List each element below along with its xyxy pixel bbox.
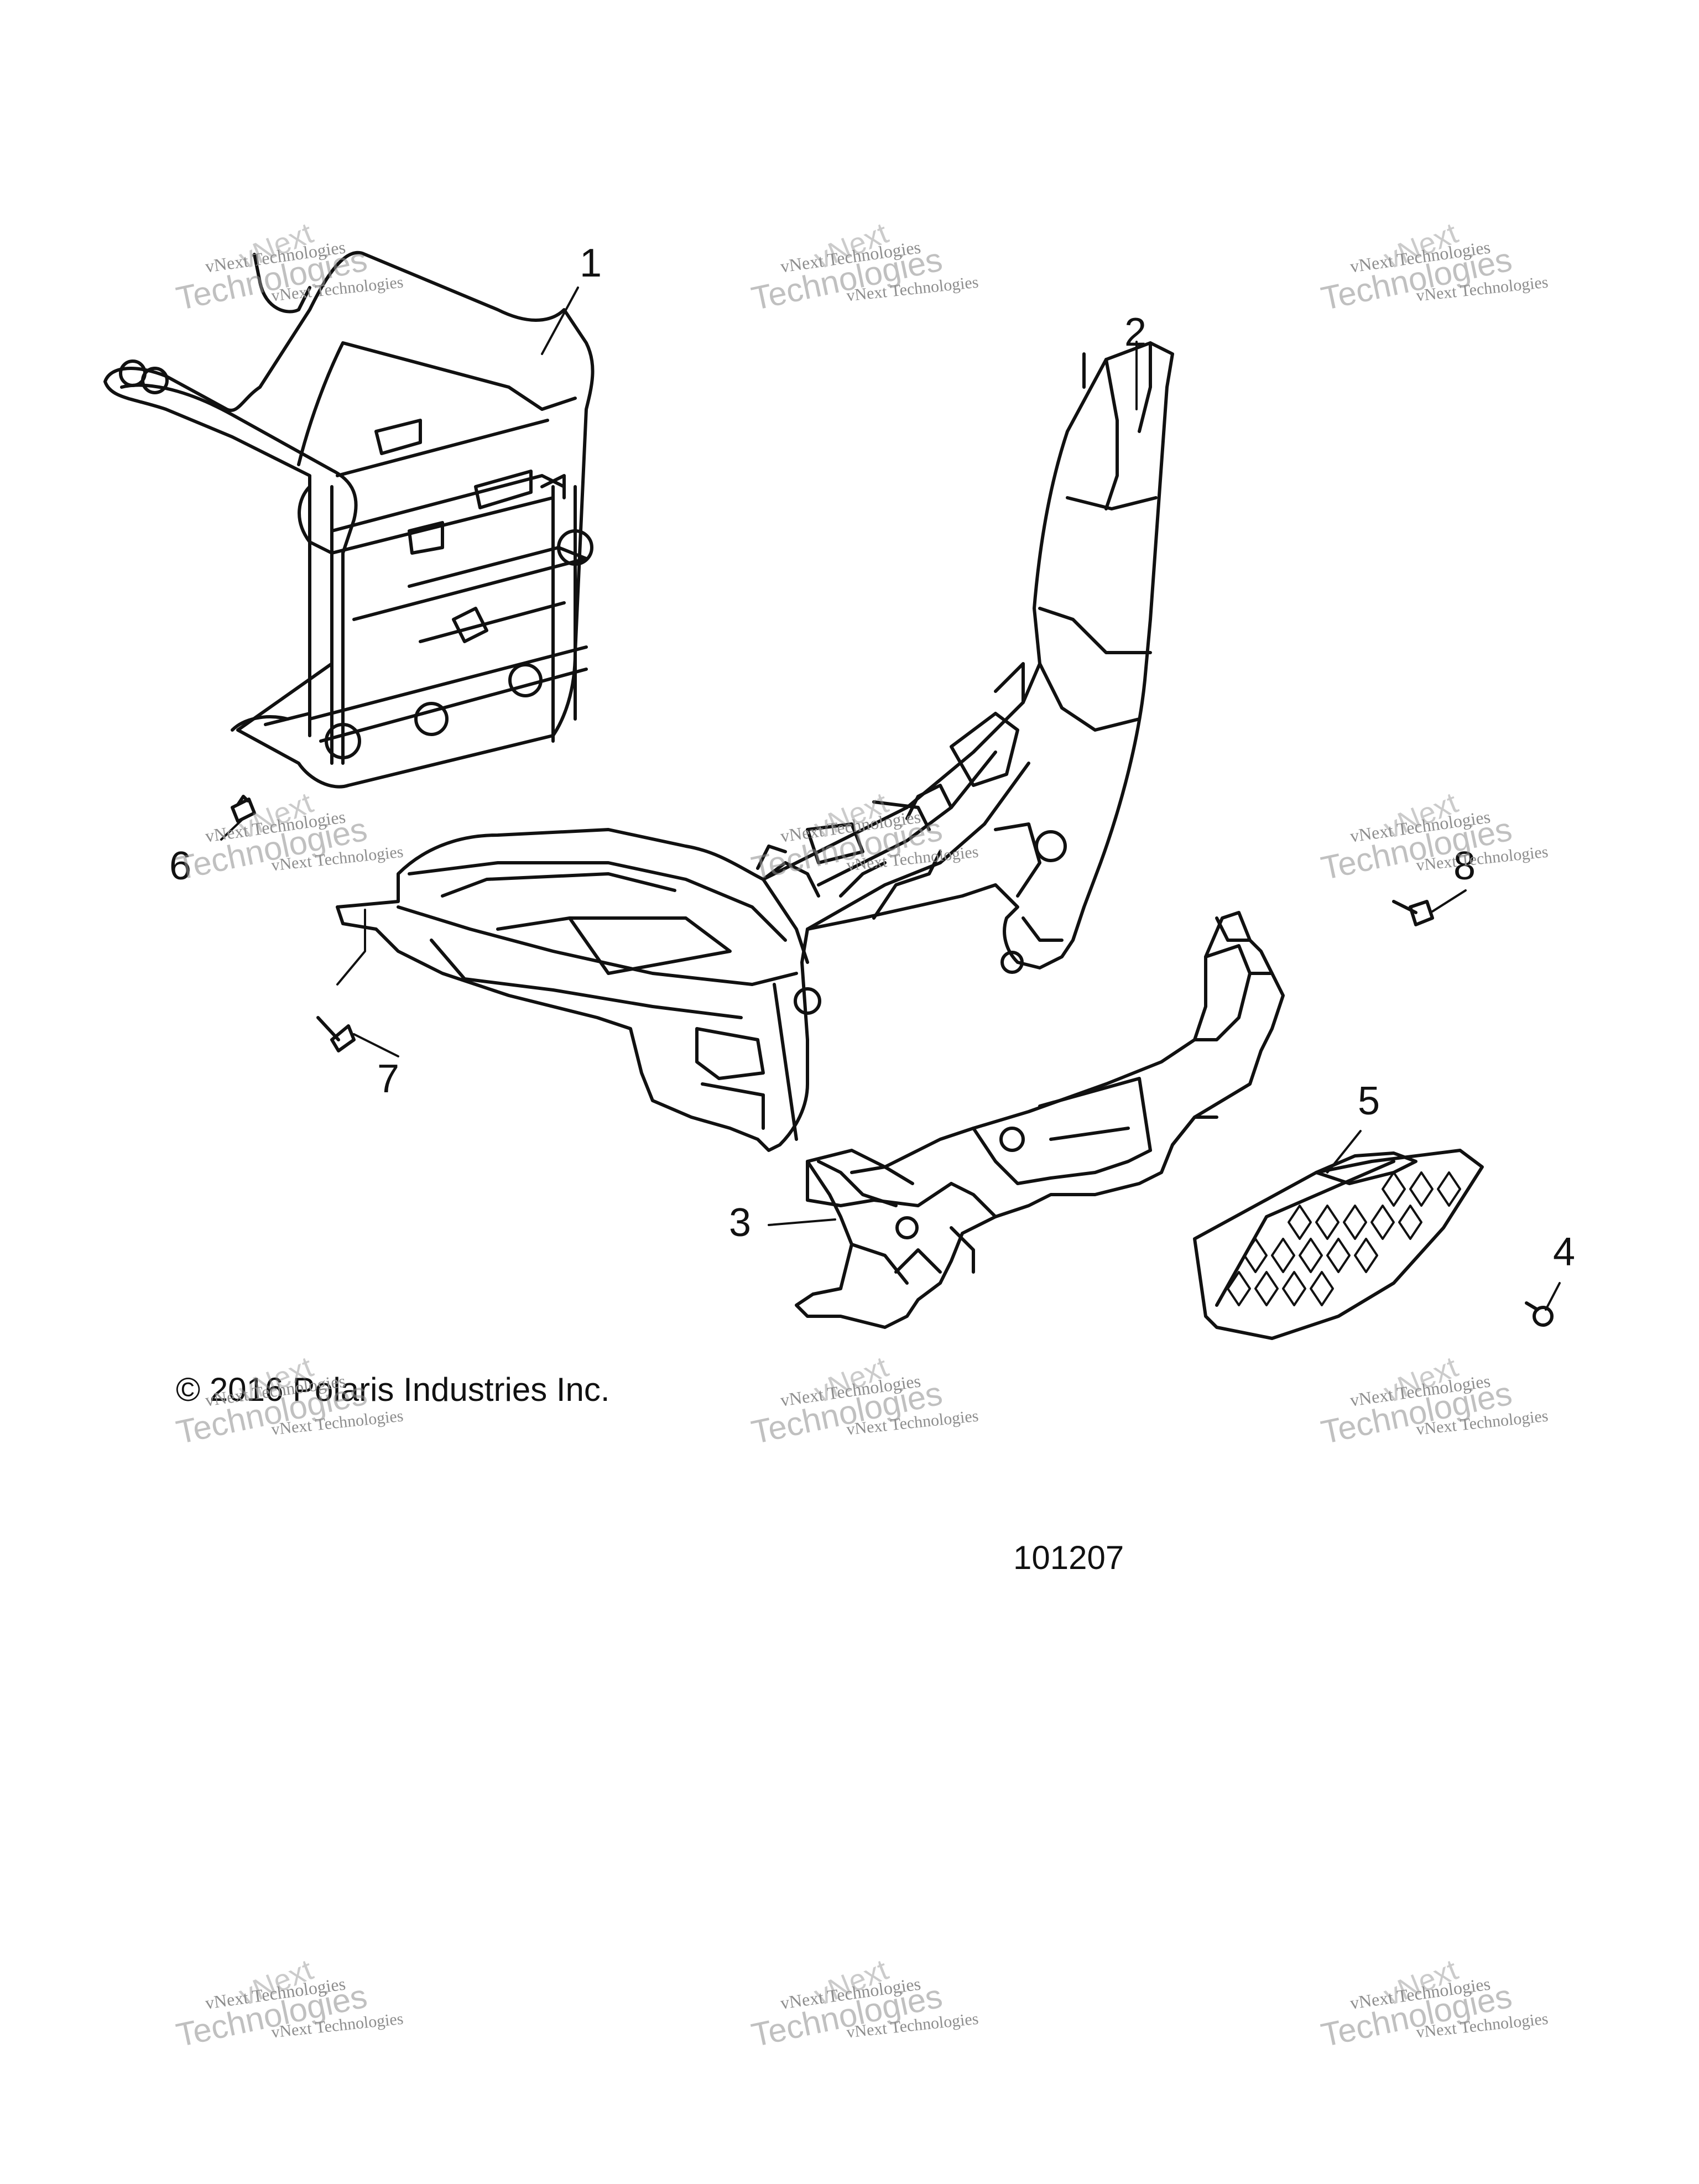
watermark: vNext vNext Technologies Technologies vN…: [1316, 786, 1571, 896]
watermark: vNext vNext Technologies Technologies vN…: [1316, 1953, 1571, 2063]
part-4-fastener: [1525, 1301, 1554, 1327]
watermark: vNext vNext Technologies Technologies vN…: [171, 216, 426, 326]
part-3-lower-shroud: [795, 911, 1285, 1329]
watermark: vNext vNext Technologies Technologies vN…: [171, 1953, 426, 2063]
watermark: vNext vNext Technologies Technologies vN…: [1316, 216, 1571, 326]
watermark: vNext vNext Technologies Technologies vN…: [747, 1350, 1001, 1460]
part-8-fastener: [1392, 900, 1434, 926]
copyright-notice: © 2016 Polaris Industries Inc.: [176, 1371, 610, 1408]
callout-2: 2: [1124, 310, 1147, 355]
callout-3: 3: [729, 1201, 752, 1245]
figure-number: 101207: [1013, 1539, 1124, 1576]
callout-8: 8: [1453, 844, 1476, 888]
callout-1: 1: [580, 241, 602, 285]
callout-5: 5: [1358, 1079, 1380, 1123]
part-1-front-rack: [103, 251, 595, 789]
part-2-front-body-shroud: [336, 341, 1174, 1152]
watermark: vNext vNext Technologies Technologies vN…: [171, 1350, 426, 1460]
watermark: vNext vNext Technologies Technologies vN…: [1316, 1350, 1571, 1460]
callout-7: 7: [377, 1057, 400, 1101]
part-6-fastener: [231, 795, 256, 823]
part-7-fastener: [316, 1016, 356, 1052]
watermark: vNext vNext Technologies Technologies vN…: [747, 786, 1001, 896]
watermark: vNext vNext Technologies Technologies vN…: [747, 1953, 1001, 2063]
part-5-grille: [1193, 1149, 1484, 1340]
leader-lines: [220, 286, 1561, 1311]
watermark: vNext vNext Technologies Technologies vN…: [171, 786, 426, 896]
watermark: vNext vNext Technologies Technologies vN…: [747, 216, 1001, 326]
callout-4: 4: [1553, 1230, 1576, 1274]
callout-6: 6: [169, 844, 192, 888]
